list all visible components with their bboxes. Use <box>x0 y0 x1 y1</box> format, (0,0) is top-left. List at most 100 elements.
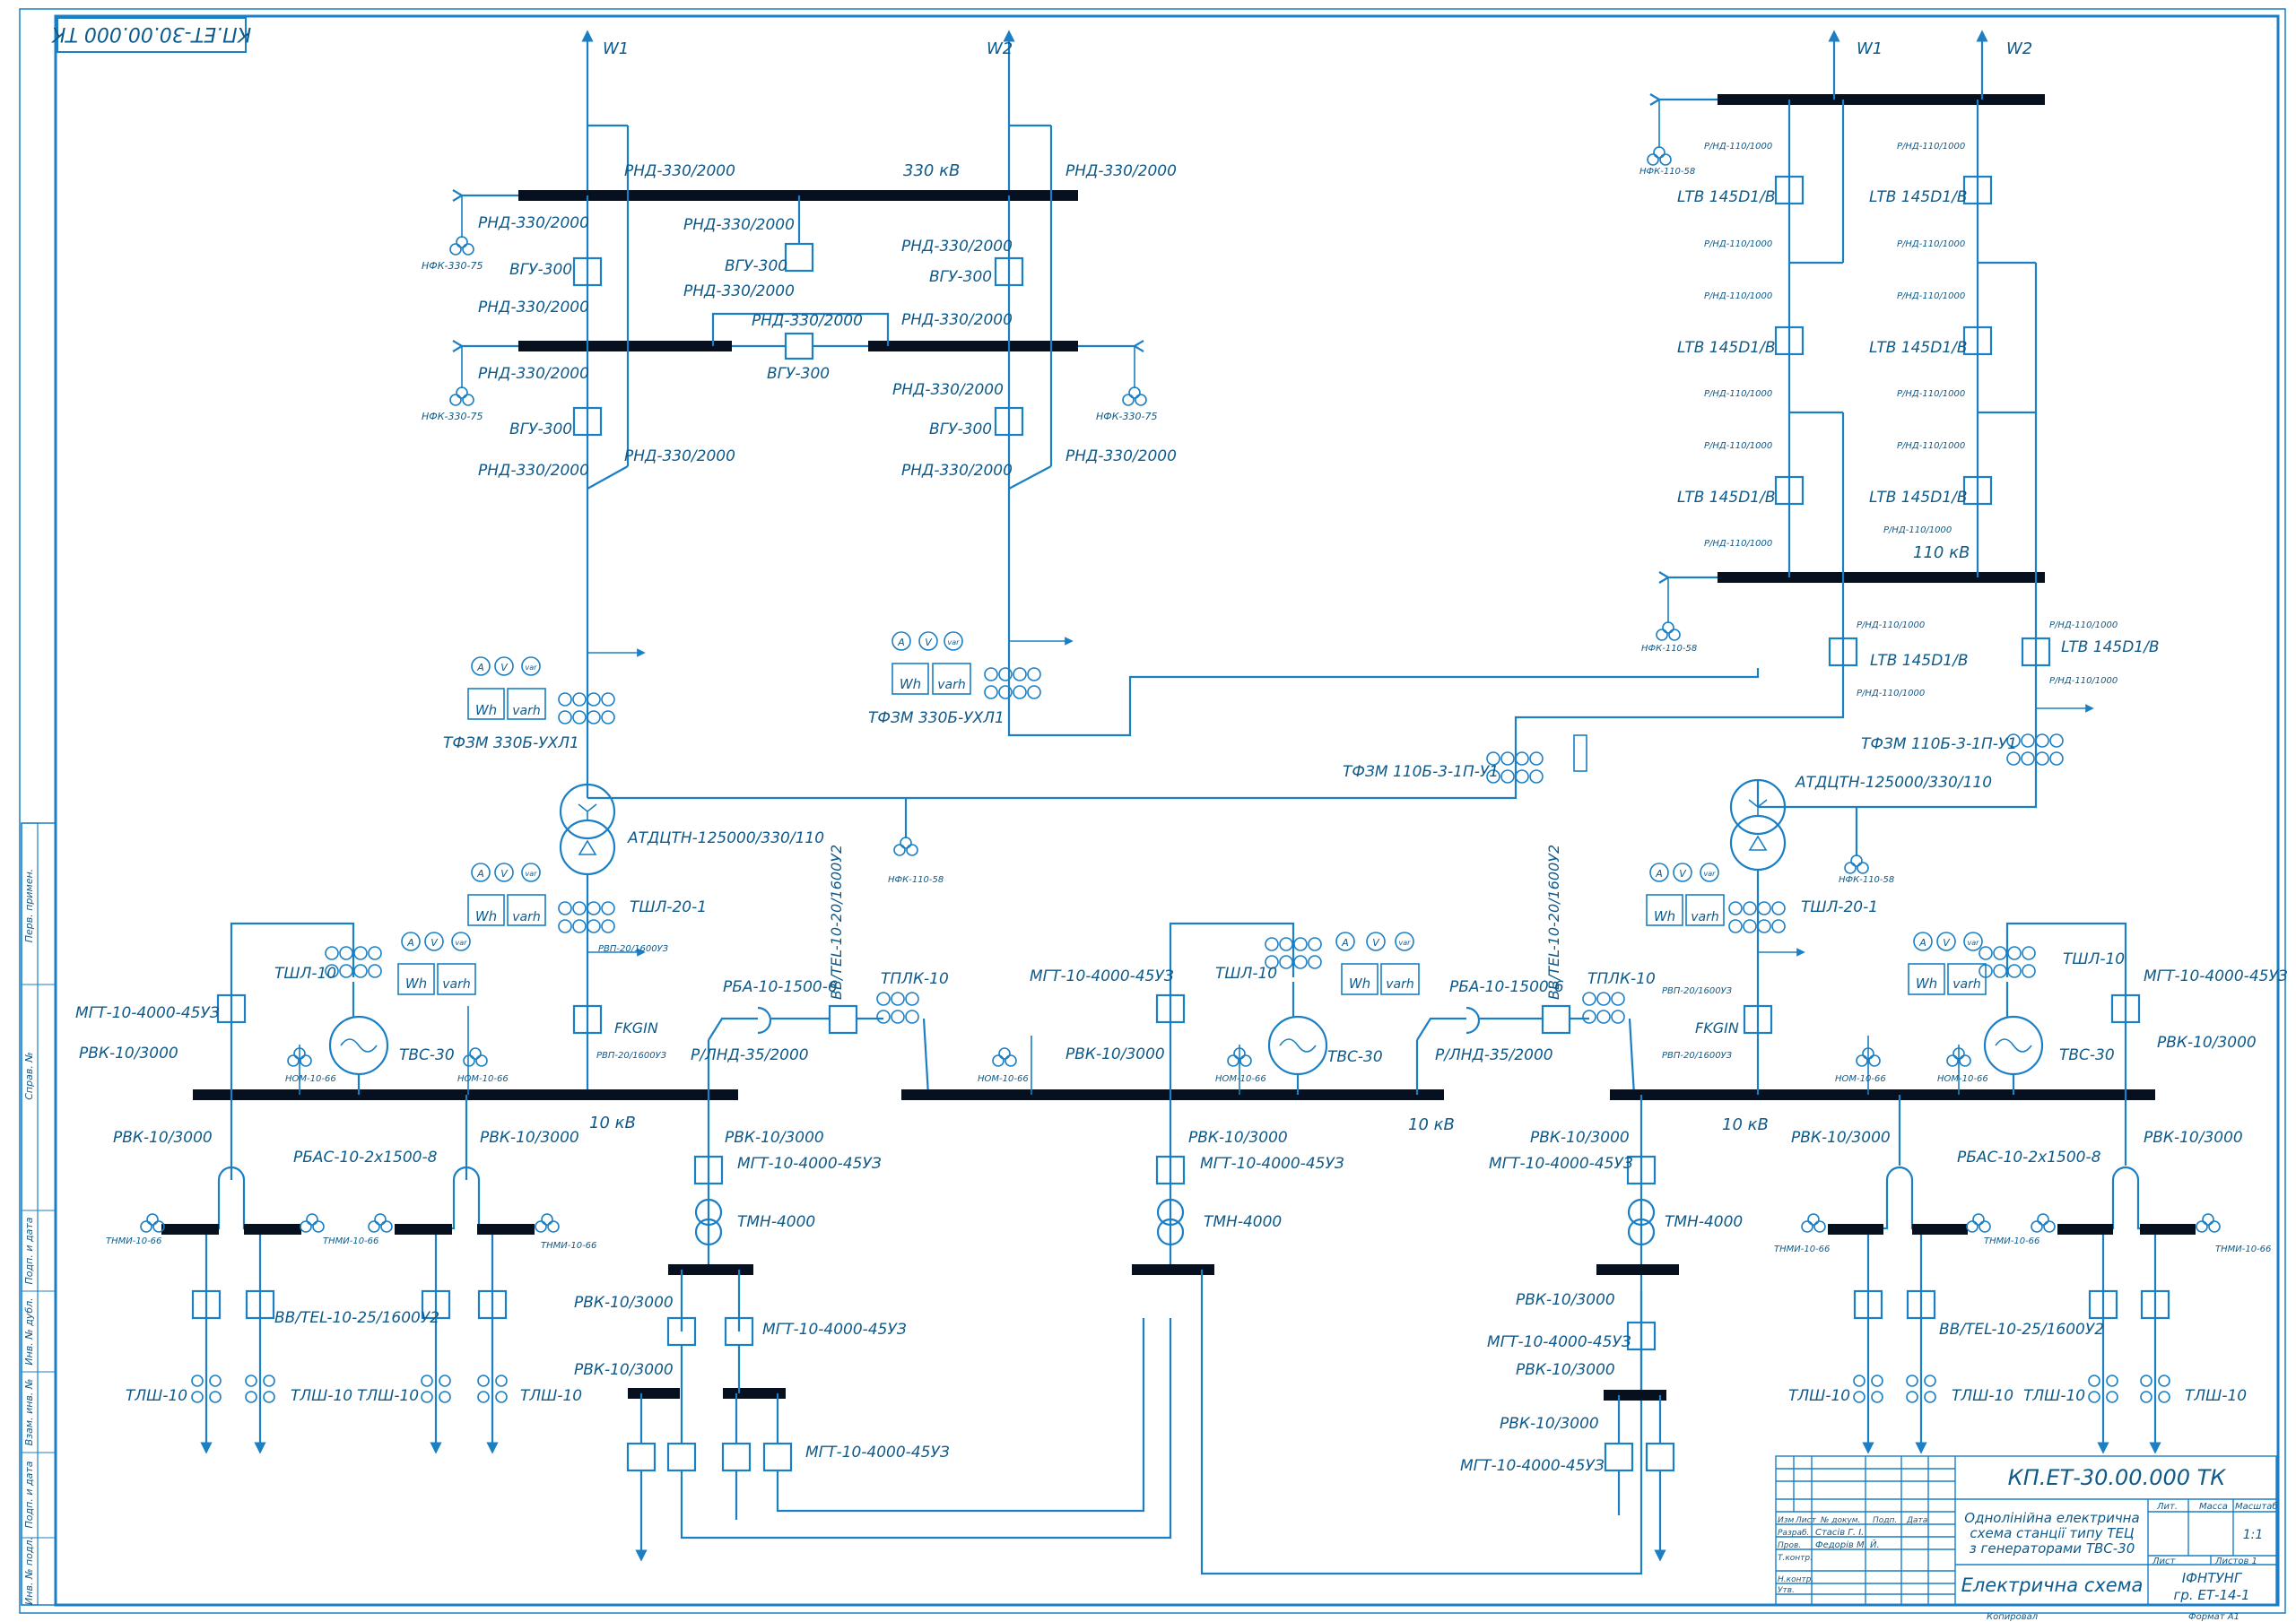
equipment-box <box>723 1388 786 1399</box>
symbol-circle <box>900 837 912 849</box>
label: Инв. № подл. <box>23 1537 35 1605</box>
symbol-circle <box>1728 919 1743 933</box>
label: Р/НД-110/1000 <box>2049 620 2118 630</box>
symbol-circle <box>1856 1054 1868 1067</box>
label: Т.контр. <box>1778 1554 1813 1563</box>
symbol-circle <box>521 863 541 882</box>
equipment-box <box>1645 1442 1675 1472</box>
symbol-group <box>1946 1047 1971 1067</box>
symbol-path <box>452 189 518 202</box>
label: var <box>1968 939 1980 947</box>
symbol-circle <box>2196 1220 2208 1233</box>
autotransformers: НФК-110-58 АТДЦТН-125000/330/110 АТДЦТН-… <box>559 774 1992 885</box>
current-transformer-tshl10-mid-icon <box>1265 937 1322 969</box>
label: ТЛШ-10 <box>520 1387 582 1405</box>
symbol-circle <box>469 1047 482 1060</box>
label: ТФЗМ 330Б-УХЛ1 <box>443 734 579 752</box>
equipment-box <box>666 1442 697 1472</box>
symbol-circle <box>2158 1375 2170 1387</box>
line-w2-label: W2 <box>987 39 1013 58</box>
symbol-path <box>1995 1038 2032 1053</box>
symbol-circle <box>471 863 491 882</box>
breaker-vgu-left-2 <box>572 406 603 437</box>
busbar-10kv-right <box>1610 1089 2155 1100</box>
symbol-circle <box>2106 1375 2118 1387</box>
label: ВВ/TEL-10-25/1600У2 <box>1939 1321 2104 1339</box>
label: ТМН-4000 <box>737 1213 815 1231</box>
label: НОМ-10-66 <box>978 1074 1029 1084</box>
symbol-circle <box>572 692 587 707</box>
label: НОМ-10-66 <box>1835 1074 1886 1084</box>
label: МГТ-10-4000-45УЗ <box>2144 967 2288 985</box>
label: ТШЛ-10 <box>274 965 336 983</box>
symbol-circle <box>245 1391 257 1403</box>
equipment-box <box>1541 1004 1571 1035</box>
breaker-ltb-4 <box>1962 325 1993 356</box>
symbol-circle <box>1757 901 1771 915</box>
symbol-circle <box>1813 1220 1826 1233</box>
symbol-circle <box>451 932 471 951</box>
symbol-circle <box>1335 932 1355 951</box>
label: РНД-330/2000 <box>752 312 863 330</box>
symbol-circle <box>462 243 474 256</box>
label: ТМН-4000 <box>1204 1213 1282 1231</box>
symbol-path <box>1649 93 1718 106</box>
symbol-circle <box>558 710 572 724</box>
symbol-circle <box>1649 863 1669 882</box>
label: РНД-330/2000 <box>901 238 1013 256</box>
meter-group-330-right: A V var Wh varh <box>891 631 971 695</box>
current-transformer-tshl10-right-icon <box>1979 946 2036 978</box>
breaker-mgt-tmn-left <box>693 1155 724 1185</box>
label: Wh <box>1349 976 1370 992</box>
label: Wh <box>405 976 427 992</box>
symbol-circle <box>1979 1220 1991 1233</box>
equipment-box <box>421 1289 451 1320</box>
symbol-circle <box>1959 1054 1971 1067</box>
symbol-circle <box>2049 733 2064 748</box>
label: НОМ-10-66 <box>1937 1074 1988 1084</box>
tnmi-left-icons <box>140 1213 560 1233</box>
current-transformer-tshl10-left-icon <box>325 946 382 978</box>
nfk-330-left-2-icon <box>449 386 474 406</box>
equipment-box <box>762 1442 793 1472</box>
label: Р/НД-110/1000 <box>1897 239 1965 249</box>
symbol-circle <box>368 946 382 960</box>
label: НФК-110-58 <box>1641 644 1697 654</box>
switchyard-330kv: W1 W2 330 кВ РНД-330/2000 РНД-330/2000 Р… <box>422 30 1760 798</box>
symbol-path <box>340 1038 378 1053</box>
current-transformer-tplk-right-icon <box>1582 992 1625 1024</box>
symbol-circle <box>893 844 906 856</box>
symbol-circle <box>339 946 353 960</box>
symbol-circle <box>1122 394 1135 406</box>
meter-group-tshl20-left: A V var Wh varh <box>467 863 546 926</box>
symbol-circle <box>2088 1375 2100 1387</box>
symbol-circle <box>1293 937 1308 951</box>
switchyard-110kv: W1 W2 110 кВ LTB 145D1/B LTB 145D1/B LTB… <box>1343 30 2160 809</box>
meter-group-tshl10-right: A V var Wh varh <box>1908 932 1987 995</box>
equipment-box <box>1573 734 1587 772</box>
label: Федорів М. Й. <box>1815 1539 1880 1550</box>
symbol-circle <box>2037 1213 2049 1226</box>
label: Р/НД-110/1000 <box>1857 620 1925 630</box>
label: V <box>1372 937 1380 949</box>
symbol-circle <box>2006 751 2021 766</box>
wire <box>1846 1180 1889 1230</box>
label: Р/НД-110/1000 <box>1704 389 1772 399</box>
inner-frame <box>54 14 2280 1607</box>
label: РНД-330/2000 <box>478 214 589 232</box>
label: Лист <box>1795 1516 1817 1525</box>
current-transformer-330-left-icon <box>558 692 615 724</box>
autotransformer-left-winding-1 <box>559 783 616 840</box>
equipment-box <box>721 1442 752 1472</box>
equipment-box <box>2057 1224 2113 1235</box>
label: var <box>1399 939 1412 947</box>
label: A <box>1341 937 1349 949</box>
label: LTB 145D1/B <box>1869 489 1968 507</box>
label: РВК-10/3000 <box>1516 1361 1615 1379</box>
symbol-circle <box>2202 1213 2214 1226</box>
label: Р/НД-110/1000 <box>1883 525 1952 535</box>
symbol-circle <box>2140 1391 2152 1403</box>
wire <box>1200 1270 1643 1575</box>
label: ТПЛК-10 <box>1587 970 1656 988</box>
symbol-path <box>1465 1006 1481 1035</box>
